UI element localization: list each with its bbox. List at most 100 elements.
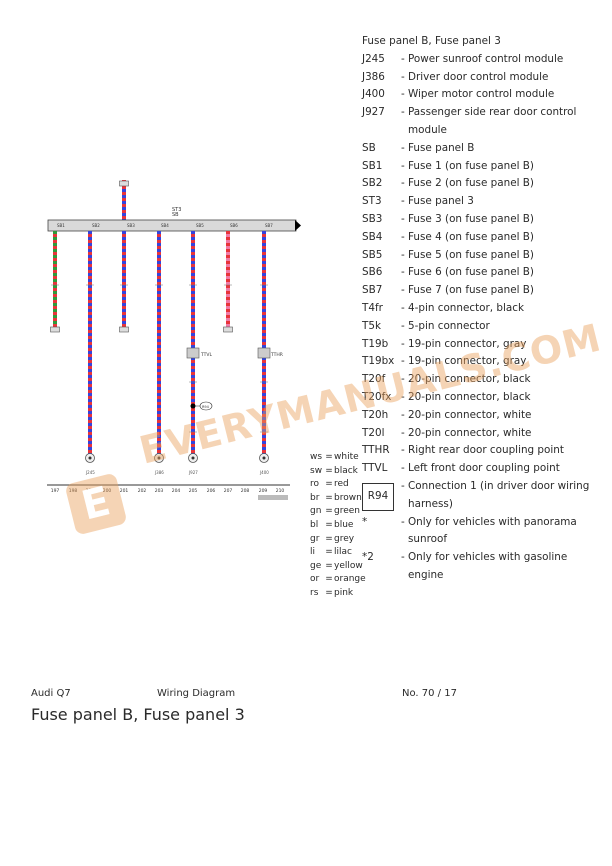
component-label-group: J245 J386 J927 J400 (85, 470, 269, 475)
grid-number: 209 (259, 488, 268, 494)
color-abbr: ro (310, 479, 320, 490)
legend-row: T19b-19-pin connector, gray (362, 336, 602, 354)
busbar-label-bottom: SB (172, 212, 179, 218)
color-name: white (334, 452, 359, 462)
fuse-label: SB7 (265, 223, 273, 228)
color-abbr: bl (310, 519, 319, 530)
legend-code: SB6 (362, 266, 383, 279)
legend-row: SB2-Fuse 2 (on fuse panel B) (362, 175, 602, 193)
grid-number: 205 (189, 488, 198, 494)
color-abbr: rs (310, 587, 319, 598)
legend-row: J386-Driver door control module (362, 69, 602, 87)
fuse-label: SB5 (196, 223, 204, 228)
wire-sb7: TTHR (257, 231, 283, 463)
connector-ticks (51, 284, 268, 433)
legend-row: T20l-20-pin connector, white (362, 425, 602, 443)
wire-color-row: bl=blue (310, 519, 366, 533)
legend-row: J400-Wiper motor control module (362, 86, 602, 104)
wire-sb1 (50, 231, 60, 333)
legend-row: TTVL-Left front door coupling point (362, 460, 602, 478)
legend-code: TTVL (362, 462, 388, 475)
legend-code: T19b (362, 337, 389, 350)
legend-desc: Fuse 7 (on fuse panel B) (408, 284, 534, 297)
legend-code: T20l (362, 426, 385, 439)
legend-row: T19bx-19-pin connector, gray (362, 353, 602, 371)
color-name: pink (334, 587, 354, 598)
legend-code: SB2 (362, 177, 383, 190)
legend-row: SB5-Fuse 5 (on fuse panel B) (362, 247, 602, 265)
coupling-label: TTHR (270, 352, 283, 358)
legend-desc: 20-pin connector, white (408, 408, 532, 421)
legend-desc: Fuse 6 (on fuse panel B) (408, 266, 534, 279)
legend-desc: Wiper motor control module (408, 88, 555, 101)
legend-row: T4fr-4-pin connector, black (362, 300, 602, 318)
color-abbr: gn (310, 506, 322, 517)
legend-desc: 20-pin connector, white (408, 426, 532, 439)
color-name: yellow (334, 560, 363, 571)
grid-number: 204 (172, 488, 181, 494)
color-name: grey (334, 533, 355, 544)
legend-desc: Fuse 3 (on fuse panel B) (408, 212, 534, 225)
wire-sb6 (223, 231, 233, 333)
wire-sb3 (119, 231, 129, 333)
legend-row: T5k-5-pin connector (362, 318, 602, 336)
r94-connection-label: R94 (202, 405, 210, 409)
wire-color-row: li=lilac (310, 546, 366, 560)
color-abbr: sw (310, 465, 323, 476)
color-abbr: or (310, 574, 320, 585)
legend-code: * (362, 515, 368, 528)
wire-color-row: or=orange (310, 573, 366, 587)
grid-number: 207 (224, 488, 233, 494)
grid-number: 198 (69, 488, 78, 494)
legend-code: SB1 (362, 159, 383, 172)
coupling-tthr (257, 347, 271, 359)
color-name: brown (334, 492, 362, 503)
legend-desc: Left front door coupling point (408, 462, 560, 475)
fuse-label: SB2 (92, 223, 100, 228)
grid-number: 206 (207, 488, 216, 494)
legend-code: SB5 (362, 248, 383, 261)
grid-number: 210 (276, 488, 285, 494)
color-abbr: li (310, 547, 316, 558)
legend-desc: 4-pin connector, black (408, 301, 524, 314)
legend-desc: Fuse 5 (on fuse panel B) (408, 248, 534, 261)
legend-code: J927 (362, 106, 385, 119)
color-name: green (334, 506, 360, 517)
legend-row: SB4-Fuse 4 (on fuse panel B) (362, 229, 602, 247)
legend-desc: 20-pin connector, black (408, 390, 531, 403)
legend-desc: 19-pin connector, gray (408, 337, 527, 350)
legend-desc: Fuse panel 3 (408, 195, 474, 208)
wire-sb2 (85, 231, 95, 463)
legend-row: T20h-20-pin connector, white (362, 407, 602, 425)
legend-code: ST3 (362, 195, 382, 208)
legend-row: SB3-Fuse 3 (on fuse panel B) (362, 211, 602, 229)
legend-code: T5k (362, 319, 381, 332)
legend-desc: Only for vehicles with panorama sunroof (408, 515, 577, 546)
color-abbr: ge (310, 560, 322, 571)
footer-page-number: No. 70 / 17 (402, 688, 457, 699)
grid-number: 208 (241, 488, 250, 494)
wire-color-row: ge=yellow (310, 560, 366, 574)
component-label: J400 (259, 470, 269, 475)
legend-row: SB6-Fuse 6 (on fuse panel B) (362, 264, 602, 282)
legend-code: SB3 (362, 212, 383, 225)
legend-title: Fuse panel B, Fuse panel 3 (362, 35, 501, 47)
wire-color-row: rs=pink (310, 587, 366, 601)
r94-connection (190, 403, 196, 409)
grid-ruler (47, 484, 290, 500)
wire-color-row: br=brown (310, 492, 366, 506)
legend-code: SB (362, 141, 376, 154)
legend-row: SB1-Fuse 1 (on fuse panel B) (362, 158, 602, 176)
color-name: lilac (334, 547, 352, 558)
wire-color-row: sw=black (310, 465, 366, 479)
footer-doc-type: Wiring Diagram (157, 688, 236, 699)
wire-sb5: TTVL R94 (186, 231, 212, 463)
wire-color-row: gn=green (310, 505, 366, 519)
legend-row: SB-Fuse panel B (362, 140, 602, 158)
legend-desc: Fuse 4 (on fuse panel B) (408, 230, 534, 243)
fuse-label: SB3 (127, 223, 135, 228)
component-legend: Fuse panel B, Fuse panel 3 J245-Power su… (362, 33, 602, 585)
legend-code: SB7 (362, 284, 383, 297)
